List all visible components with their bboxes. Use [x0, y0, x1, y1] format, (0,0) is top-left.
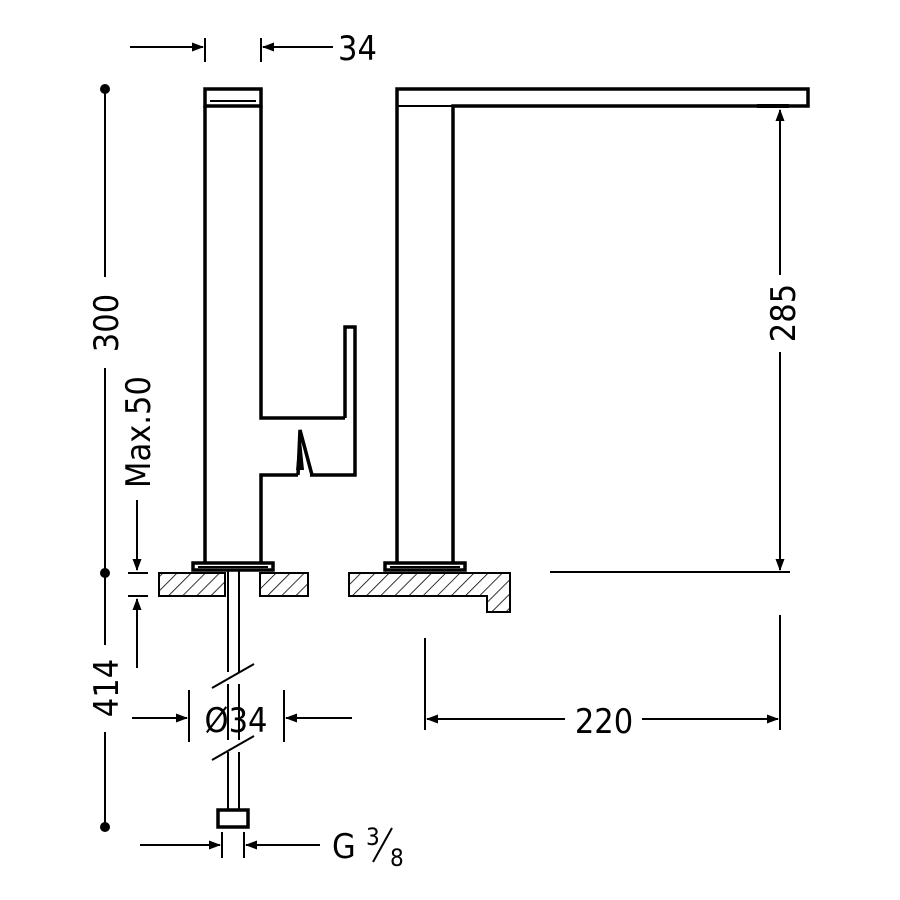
- dim-top-width: 34: [130, 29, 377, 69]
- front-view: [383, 87, 810, 572]
- deck-section: [158, 571, 790, 613]
- dim-d34-label: Ø34: [205, 701, 268, 741]
- dim-total-height: 300: [87, 84, 127, 578]
- hose-break-mark-1: [211, 663, 255, 689]
- dim-reach: 220: [424, 615, 781, 742]
- dim-hole-diameter: Ø34: [132, 690, 352, 742]
- hose-connector-nut: [216, 808, 250, 829]
- side-body-right-edge: [259, 106, 345, 420]
- supply-hose: [211, 570, 255, 829]
- dim-414-label: 414: [87, 659, 127, 717]
- side-base-flange: [191, 561, 275, 572]
- hose-break-mask-1: [224, 672, 244, 684]
- hose-break-mask-2: [224, 740, 244, 752]
- deck-mid-section: [259, 572, 309, 597]
- hose-break-mark-2: [211, 735, 255, 761]
- deck-right-section: [348, 572, 511, 613]
- dim-g38-label-num: 3: [366, 823, 380, 851]
- side-body-right-edge-lower: [259, 473, 298, 563]
- front-base-flange: [383, 561, 467, 572]
- dim-300-label: 300: [87, 294, 127, 352]
- side-view: [191, 87, 357, 572]
- side-lever-handle: [310, 325, 357, 477]
- dim-34-label: 34: [338, 29, 377, 69]
- side-top-cap: [203, 87, 263, 108]
- side-lever-joint: [296, 430, 304, 470]
- dim-g38-label-main: G: [332, 827, 356, 867]
- dim-285-label: 285: [764, 284, 804, 342]
- front-aerator: [757, 104, 789, 108]
- dim-hose-length: 414: [87, 573, 127, 832]
- dim-220-label: 220: [575, 702, 633, 742]
- dim-connection: G 3 8: [140, 823, 404, 872]
- deck-left-section: [158, 572, 226, 597]
- dim-spout-height: 285: [764, 109, 804, 571]
- front-body-outline: [395, 87, 810, 563]
- dim-g38-fraction-slash: [372, 827, 393, 863]
- dim-max50-label: Max.50: [119, 376, 159, 488]
- dim-g38-label-den: 8: [390, 844, 404, 872]
- dim-max-deck: Max.50: [119, 376, 159, 668]
